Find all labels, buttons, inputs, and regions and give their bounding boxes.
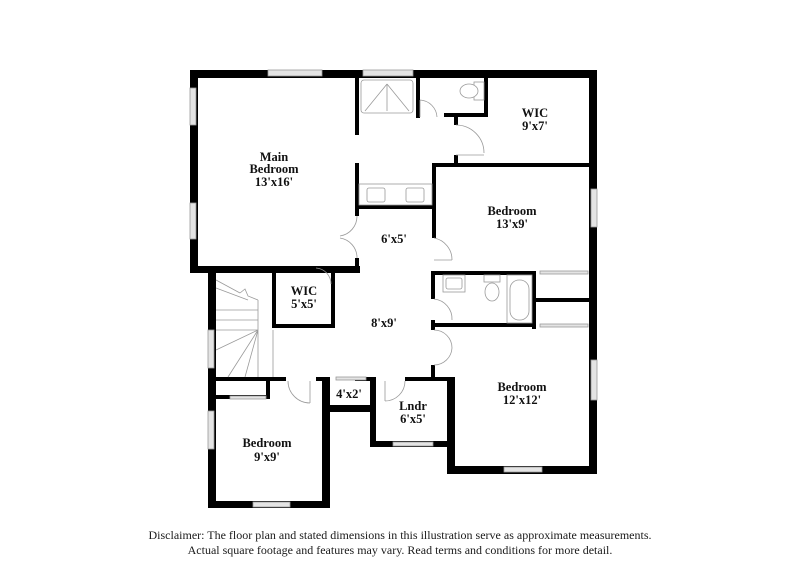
label-closet-dims: 4'x2' [336, 387, 362, 401]
label-bedroom-4-dims: 9'x9' [254, 450, 280, 464]
staircase [215, 279, 274, 378]
label-wic-main-dims: 9'x7' [522, 119, 548, 133]
label-bedroom-2-dims: 13'x9' [496, 217, 528, 231]
label-wic-small: WIC [291, 284, 317, 298]
label-laundry: Lndr [399, 399, 427, 413]
doors [287, 99, 485, 404]
label-hall-upper-dims: 6'x5' [381, 232, 407, 246]
disclaimer: Disclaimer: The floor plan and stated di… [0, 528, 800, 558]
label-bedroom-2: Bedroom [487, 204, 537, 218]
room-labels: Main Bedroom 13'x16' WIC 9'x7' Bedroom 1… [242, 106, 548, 464]
windows [189, 69, 598, 508]
label-wic-main: WIC [522, 106, 548, 120]
label-main-bedroom-dims: 13'x16' [255, 175, 293, 189]
label-hall-lower-dims: 8'x9' [371, 316, 397, 330]
label-wic-small-dims: 5'x5' [291, 297, 317, 311]
disclaimer-line-2: Actual square footage and features may v… [187, 543, 613, 557]
label-bedroom-3-dims: 12'x12' [503, 393, 541, 407]
fixtures [215, 79, 533, 378]
label-main-bedroom-1: Main [260, 150, 289, 164]
label-bedroom-4: Bedroom [242, 436, 292, 450]
label-bedroom-3: Bedroom [497, 380, 547, 394]
label-main-bedroom-2: Bedroom [249, 162, 299, 176]
label-laundry-dims: 6'x5' [400, 412, 426, 426]
disclaimer-line-1: Disclaimer: The floor plan and stated di… [148, 528, 652, 542]
